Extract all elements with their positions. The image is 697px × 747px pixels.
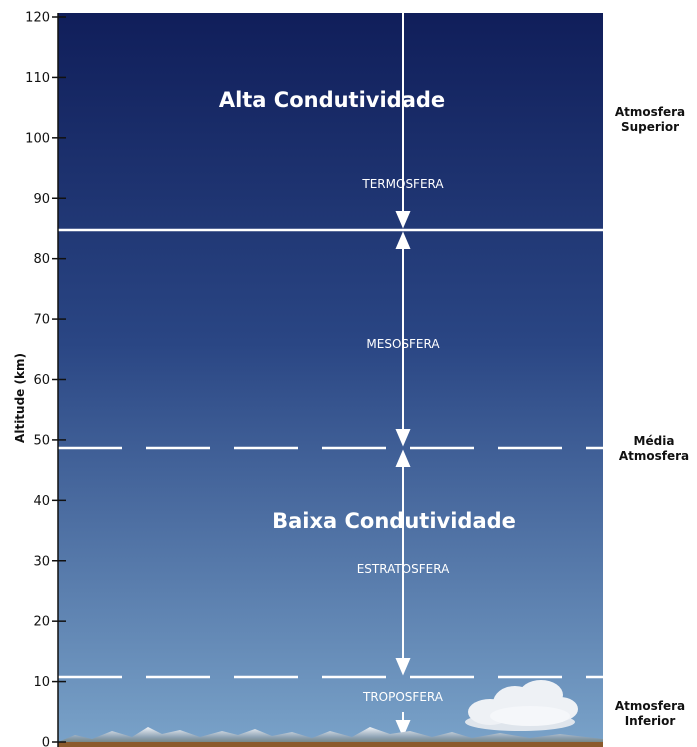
axis-tick-label: 30 [33, 554, 50, 569]
zone-title-low: Baixa Condutividade [272, 509, 516, 533]
axis-tick-label: 10 [33, 675, 50, 690]
altitude-axis-ticks: 0 10 20 30 40 50 60 70 80 90 100 110 120 [25, 11, 66, 747]
axis-tick-label: 40 [33, 494, 50, 509]
sky-background [58, 13, 603, 747]
axis-tick-label: 70 [33, 313, 50, 328]
svg-text:Atmosfera: Atmosfera [619, 449, 689, 463]
ground-strip [58, 742, 603, 747]
region-label-lower: Atmosfera Inferior [615, 699, 685, 728]
svg-text:Atmosfera: Atmosfera [615, 105, 685, 119]
svg-text:Superior: Superior [621, 120, 679, 134]
axis-tick-label: 90 [33, 192, 50, 207]
axis-tick-label: 120 [25, 11, 50, 26]
zone-title-high: Alta Condutividade [219, 88, 445, 112]
region-label-middle: Média Atmosfera [619, 434, 689, 463]
layer-label-thermosphere: TERMOSFERA [361, 177, 444, 191]
layer-label-mesosphere: MESOSFERA [366, 337, 440, 351]
axis-tick-label: 80 [33, 252, 50, 267]
svg-text:Inferior: Inferior [625, 714, 676, 728]
axis-tick-label: 110 [25, 71, 50, 86]
axis-tick-label: 60 [33, 373, 50, 388]
svg-text:Atmosfera: Atmosfera [615, 699, 685, 713]
svg-text:Média: Média [634, 434, 675, 448]
region-label-upper: Atmosfera Superior [615, 105, 685, 134]
layer-label-troposphere: TROPOSFERA [362, 690, 444, 704]
layer-arrows [395, 13, 411, 738]
axis-tick-label: 100 [25, 131, 50, 146]
axis-tick-label: 50 [33, 433, 50, 448]
axis-tick-label: 0 [42, 736, 50, 747]
axis-tick-label: 20 [33, 615, 50, 630]
cloud-illustration [465, 680, 578, 731]
layer-label-stratosphere: ESTRATOSFERA [357, 562, 450, 576]
altitude-axis-title: Altitude (km) [13, 353, 27, 443]
